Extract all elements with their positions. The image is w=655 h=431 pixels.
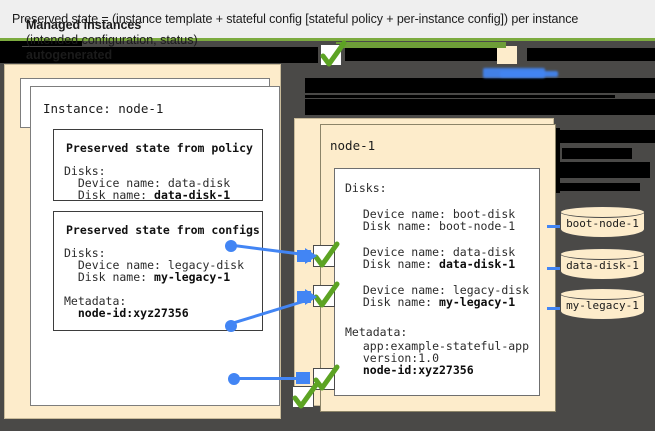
preserved-state-configs-box: Preserved state from configs Disks: Devi…: [53, 211, 263, 331]
cylinder-top: [560, 288, 645, 300]
actual-metadata-nodeid: node-id:xyz27356: [349, 363, 474, 377]
redaction-bar: [0, 47, 318, 63]
instance-title: Instance: node-1: [43, 101, 164, 116]
legacy-disk-name: Disk name: my-legacy-1: [349, 295, 515, 309]
boot-disk-name-label: Disk name:: [349, 219, 440, 233]
boot-disk-name: Disk name: boot-node-1: [349, 219, 515, 233]
redaction-bar: [560, 162, 650, 178]
blurred-link-text: [500, 71, 558, 77]
connector-line: [230, 298, 309, 326]
redaction-bar: [305, 78, 655, 93]
data-device-name: Device name: data-disk: [349, 245, 516, 259]
disk-label: boot-node-1: [566, 217, 639, 230]
configs-heading: Preserved state from configs: [66, 223, 260, 237]
redaction-bar: [560, 130, 655, 143]
top-progress-bar: [336, 42, 506, 48]
legacy-device-name: Device name: legacy-disk: [349, 283, 530, 297]
arrow-right-icon: [305, 248, 317, 264]
disk-label: my-legacy-1: [566, 299, 639, 312]
arrow-right-icon: [305, 289, 317, 305]
redaction-bar: [560, 183, 640, 191]
redaction-bar: [22, 41, 82, 46]
preserved-state-policy-box: Preserved state from policy Disks: Devic…: [53, 129, 263, 202]
policy-heading: Preserved state from policy: [66, 141, 253, 155]
redaction-bar: [345, 47, 505, 61]
actual-metadata-label: Metadata:: [345, 325, 408, 339]
actual-node-title: node-1: [330, 138, 376, 153]
redaction-bar: [305, 99, 655, 115]
connector-line: [230, 243, 309, 257]
policy-disks-label: Disks:: [64, 164, 106, 178]
redaction-bar: [0, 41, 22, 47]
redaction-bar: [305, 95, 615, 98]
actual-disks-card: Disks: Device name: boot-disk Disk name:…: [334, 168, 540, 396]
connector-line: [547, 267, 561, 270]
connector-dot: [228, 373, 240, 385]
redaction-bar: [527, 48, 655, 61]
policy-disk-name: Disk name: data-disk-1: [64, 188, 230, 202]
configs-disk-name-value: my-legacy-1: [154, 270, 231, 284]
configs-metadata-value: node-id:xyz27356: [64, 306, 189, 320]
data-disk-name: Disk name: data-disk-1: [349, 257, 515, 271]
check-icon: [313, 241, 340, 268]
data-disk-name-value: data-disk-1: [439, 257, 516, 271]
policy-device-name: Device name: data-disk: [64, 176, 231, 190]
policy-disk-name-value: data-disk-1: [154, 188, 231, 202]
panel-subtitle: (intended configuration, status): [26, 33, 198, 47]
configs-disk-name-label: Disk name:: [64, 270, 155, 284]
legacy-disk-name-value: my-legacy-1: [439, 295, 516, 309]
actual-metadata-app: app:example-stateful-app: [349, 339, 530, 353]
panel-note: autogenerated: [26, 48, 113, 62]
legacy-disk-name-label: Disk name:: [349, 295, 440, 309]
connector-line: [236, 377, 300, 380]
configs-disks-label: Disks:: [64, 246, 106, 260]
data-disk-name-label: Disk name:: [349, 257, 440, 271]
top-green-rule: [0, 38, 655, 41]
cylinder-top: [560, 206, 645, 218]
configs-metadata-label: Metadata:: [64, 294, 127, 308]
disk-cylinder-icon: data-disk-1: [560, 248, 645, 282]
disk-cylinder-icon: my-legacy-1: [560, 288, 645, 322]
configs-disk-name: Disk name: my-legacy-1: [64, 270, 230, 284]
disk-cylinder-icon: boot-node-1: [560, 206, 645, 240]
caption-text: Preserved state = (instance template + s…: [12, 12, 579, 26]
arrow-right-icon: [296, 372, 310, 384]
boot-device-name: Device name: boot-disk: [349, 207, 516, 221]
top-bar-chip: [497, 46, 517, 64]
connector-line: [547, 307, 561, 310]
configs-device-name: Device name: legacy-disk: [64, 258, 245, 272]
check-icon: [320, 40, 347, 67]
actual-metadata-version: version:1.0: [349, 351, 440, 365]
disk-label: data-disk-1: [566, 259, 639, 272]
check-icon: [313, 364, 340, 391]
redaction-bar: [555, 128, 560, 193]
check-icon: [292, 382, 319, 409]
boot-disk-name-value: boot-node-1: [439, 219, 516, 233]
redaction-bar: [562, 148, 632, 159]
diagram-caption: Preserved state = (instance template + s…: [0, 0, 655, 38]
managed-instances-header: Managed instances (intended configuratio…: [26, 18, 276, 63]
connector-line: [547, 225, 561, 228]
actual-disks-label: Disks:: [345, 181, 387, 195]
policy-disk-name-label: Disk name:: [64, 188, 155, 202]
cylinder-top: [560, 248, 645, 260]
panel-title: Managed instances: [26, 18, 142, 32]
